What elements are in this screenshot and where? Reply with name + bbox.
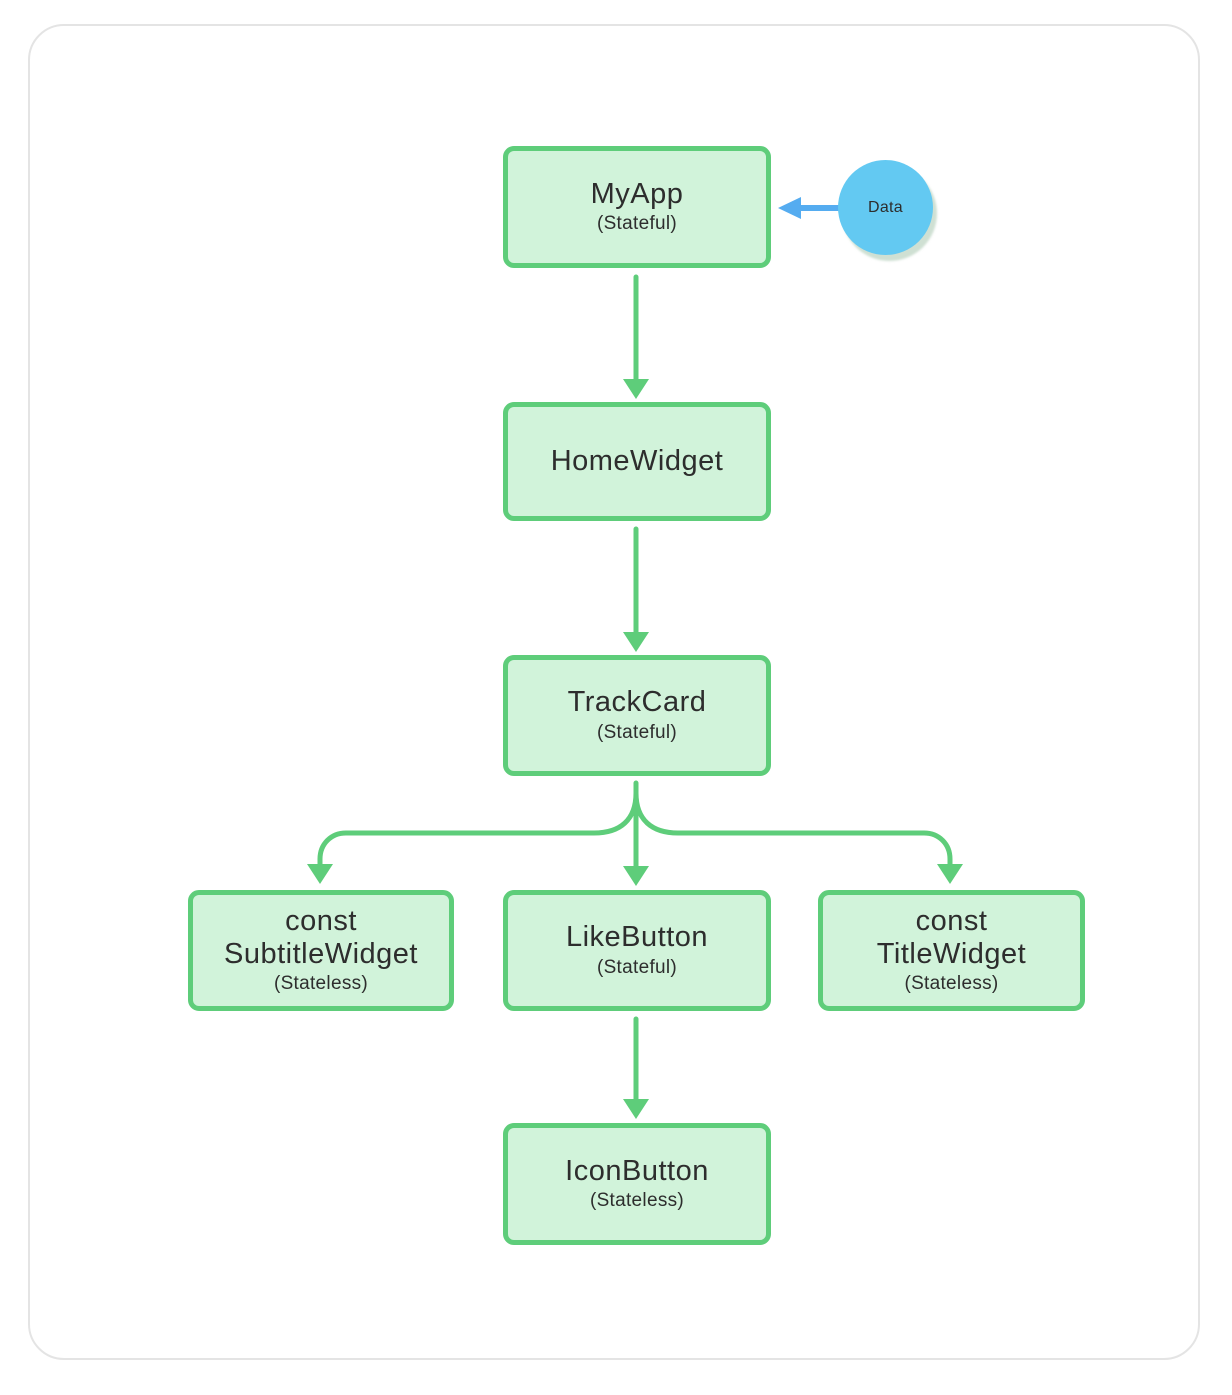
node-titlewidget: const TitleWidget (Stateless)	[818, 890, 1085, 1011]
data-bubble: Data	[838, 160, 933, 255]
node-sublabel: (Stateless)	[904, 973, 999, 995]
node-label: HomeWidget	[550, 444, 724, 477]
node-sublabel: (Stateful)	[596, 213, 678, 235]
node-iconbutton: IconButton (Stateless)	[503, 1123, 771, 1245]
node-homewidget: HomeWidget	[503, 402, 771, 521]
node-label: const SubtitleWidget	[224, 904, 418, 971]
node-sublabel: (Stateful)	[596, 956, 678, 978]
node-label: LikeButton	[565, 921, 709, 954]
node-label: IconButton	[565, 1154, 709, 1187]
node-likebutton: LikeButton (Stateful)	[503, 890, 771, 1011]
node-sublabel: (Stateful)	[596, 721, 678, 743]
data-bubble-label: Data	[868, 198, 903, 216]
node-subtitlewidget: const SubtitleWidget (Stateless)	[188, 890, 454, 1011]
node-trackcard: TrackCard (Stateful)	[503, 655, 771, 776]
node-label: MyApp	[590, 177, 684, 210]
node-sublabel: (Stateless)	[589, 1190, 685, 1212]
node-sublabel: (Stateless)	[273, 973, 369, 995]
node-label: const TitleWidget	[876, 904, 1027, 971]
node-label: TrackCard	[567, 686, 707, 719]
node-myapp: MyApp (Stateful)	[503, 146, 771, 268]
